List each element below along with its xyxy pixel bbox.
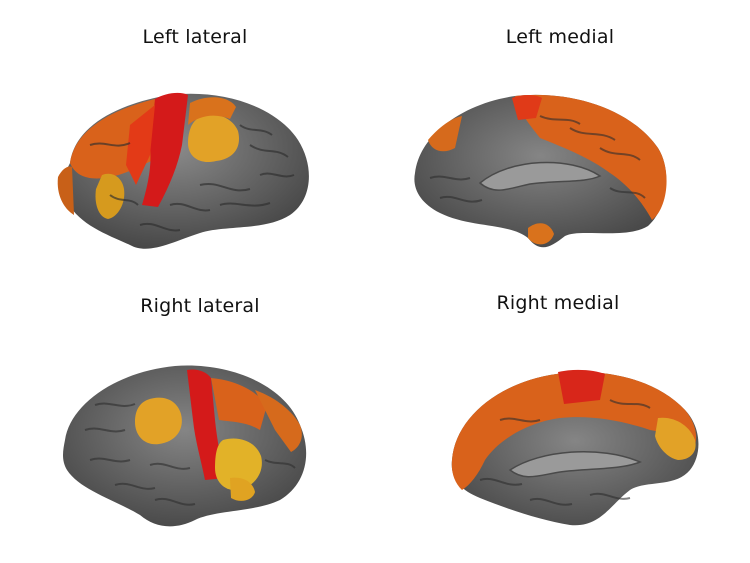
brain-left-medial <box>414 94 667 248</box>
panel-title-left-lateral: Left lateral <box>142 26 248 48</box>
panel-title-left-medial: Left medial <box>505 26 615 48</box>
region-occipital-yellow <box>655 417 696 460</box>
region-central <box>142 92 188 207</box>
region-medial-red <box>512 95 542 120</box>
region-frontal-pole <box>57 166 74 215</box>
region-parietal-yellow <box>135 397 182 445</box>
region-frontal-orange <box>255 390 302 452</box>
brain-right-lateral <box>63 365 307 527</box>
region-ifg <box>95 173 125 219</box>
panel-title-right-lateral: Right lateral <box>140 295 260 317</box>
brain-right-medial <box>451 369 699 526</box>
brain-left-lateral <box>57 92 309 249</box>
region-precentral <box>126 105 155 185</box>
region-temporal-yellow <box>230 477 255 501</box>
region-medial-red <box>558 369 605 404</box>
region-central-red <box>187 369 225 480</box>
region-occipital-orange <box>428 116 462 152</box>
panel-title-right-medial: Right medial <box>496 292 620 314</box>
region-medial-orange <box>451 372 697 490</box>
region-parietal-orange <box>188 97 236 125</box>
region-temporal-orange <box>528 223 554 245</box>
region-parietal <box>188 114 240 163</box>
region-ifg-yellow <box>215 438 262 491</box>
region-precentral-orange <box>211 378 267 430</box>
region-medial-frontal <box>515 94 667 220</box>
